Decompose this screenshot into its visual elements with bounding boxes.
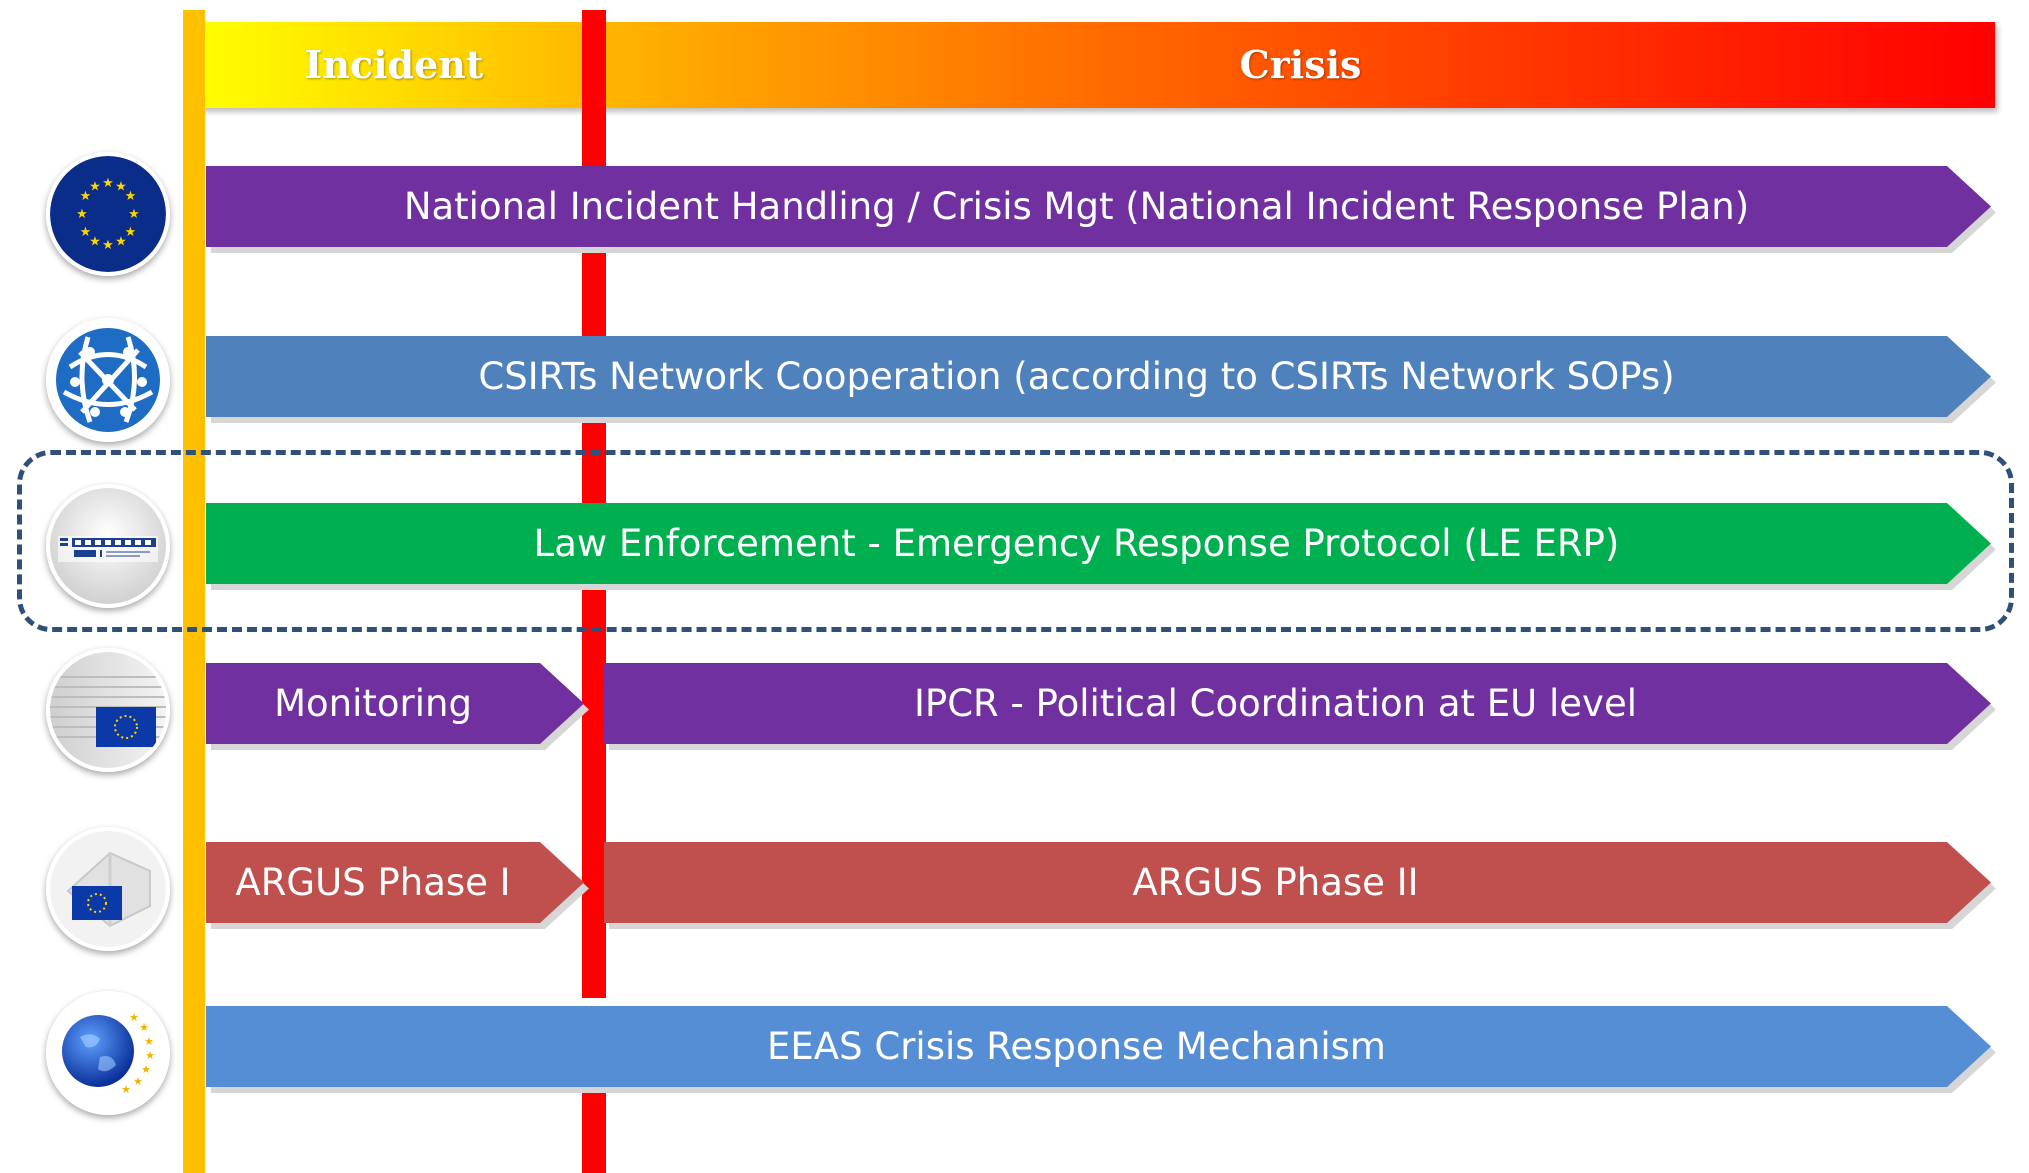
svg-text:★: ★ — [145, 1049, 155, 1062]
argus-phase-2-bar: ARGUS Phase II — [604, 842, 1991, 923]
european-commission-icon — [46, 827, 170, 951]
svg-text:★: ★ — [121, 1083, 131, 1096]
eeas-crisis-response-label: EEAS Crisis Response Mechanism — [767, 1025, 1386, 1068]
ipcr-political-coordination-bar: IPCR - Political Coordination at EU leve… — [604, 663, 1991, 744]
svg-text:★: ★ — [144, 1035, 154, 1048]
phase-header-bar — [200, 22, 1995, 108]
le-erp-highlight-box — [17, 450, 2014, 632]
eu-council-icon — [46, 648, 170, 772]
argus-phase-2-label: ARGUS Phase II — [1132, 861, 1419, 904]
svg-text:★: ★ — [80, 225, 92, 240]
svg-text:★: ★ — [102, 176, 114, 191]
national-incident-handling-label: National Incident Handling / Crisis Mgt … — [403, 185, 1750, 228]
eeas-icon: ★★★ ★★★ ★ — [46, 991, 170, 1115]
svg-text:★: ★ — [139, 1021, 149, 1034]
national-incident-handling-bar: National Incident Handling / Crisis Mgt … — [206, 166, 1991, 247]
monitoring-bar: Monitoring — [206, 663, 584, 744]
argus-phase-1-label: ARGUS Phase I — [235, 861, 511, 904]
svg-text:★: ★ — [89, 235, 101, 250]
svg-text:★: ★ — [133, 1075, 143, 1088]
svg-text:★: ★ — [89, 180, 101, 195]
eeas-crisis-response-bar: EEAS Crisis Response Mechanism — [206, 1006, 1991, 1087]
svg-text:★: ★ — [128, 207, 140, 222]
svg-text:★: ★ — [141, 1063, 151, 1076]
le-erp-bar: Law Enforcement - Emergency Response Pro… — [206, 503, 1991, 584]
eu-flag-icon: ★★★ ★★★ ★★★ ★★★ — [46, 152, 170, 276]
svg-text:★: ★ — [115, 180, 127, 195]
csirts-network-icon — [46, 318, 170, 442]
svg-text:★: ★ — [125, 189, 137, 204]
svg-text:★: ★ — [102, 238, 114, 253]
timeline-start-line — [183, 10, 205, 1173]
csirts-network-cooperation-label: CSIRTs Network Cooperation (according to… — [478, 355, 1675, 398]
svg-text:★: ★ — [76, 207, 88, 222]
svg-text:★: ★ — [115, 235, 127, 250]
monitoring-label: Monitoring — [274, 682, 472, 725]
europol-ec3-icon — [46, 484, 170, 608]
svg-text:★: ★ — [80, 189, 92, 204]
csirts-network-cooperation-bar: CSIRTs Network Cooperation (according to… — [206, 336, 1991, 417]
crisis-phase-label: Crisis — [1239, 42, 1362, 87]
ipcr-political-coordination-label: IPCR - Political Coordination at EU leve… — [913, 682, 1638, 725]
le-erp-label: Law Enforcement - Emergency Response Pro… — [533, 522, 1620, 565]
svg-text:★: ★ — [125, 225, 137, 240]
incident-phase-label: Incident — [304, 42, 484, 87]
svg-text:★: ★ — [129, 1011, 139, 1024]
incident-crisis-boundary-line-tail — [582, 1092, 606, 1173]
argus-phase-1-bar: ARGUS Phase I — [206, 842, 584, 923]
